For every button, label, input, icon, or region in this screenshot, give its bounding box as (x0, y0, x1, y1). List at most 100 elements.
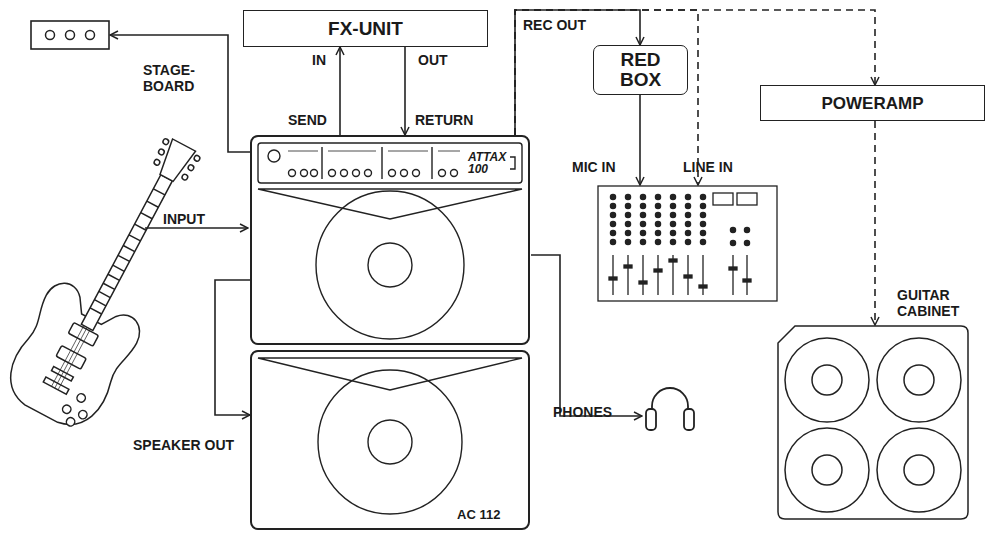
mixer-drawing (700, 194, 705, 199)
speaker-cabinet-drawing (368, 420, 412, 464)
guitar-illustration (0, 121, 229, 438)
stageboard-outline (31, 21, 109, 49)
amp-combo-drawing (258, 143, 522, 183)
guitar-illustration (61, 404, 72, 415)
red-box-node: RED BOX (593, 45, 688, 95)
amp-combo-drawing (401, 170, 408, 177)
amp-combo-drawing (289, 170, 296, 177)
mixer-drawing (625, 221, 630, 226)
guitar-cabinet-drawing (812, 455, 842, 485)
mixer-drawing (610, 230, 615, 235)
stageboard-box: STAGE-BOARD (30, 20, 110, 50)
mixer-drawing (700, 221, 705, 226)
mixer-drawing (610, 221, 615, 226)
amp-combo-drawing (288, 151, 460, 152)
speaker-cabinet-drawing (258, 358, 522, 390)
mixer-drawing (700, 203, 705, 208)
mixer-drawing (732, 255, 733, 295)
input-cable (145, 227, 248, 229)
guitar-cabinet-drawing (904, 455, 934, 485)
mixer-drawing (670, 203, 675, 208)
mixer-drawing (730, 227, 735, 232)
amp-combo-drawing (510, 157, 515, 169)
fx-unit-box: FX-UNIT (243, 10, 488, 47)
mixer-drawing (746, 255, 747, 295)
guitar-cabinet-drawing (778, 326, 968, 519)
stageboard-outline (66, 31, 75, 40)
mixer-drawing (640, 203, 645, 208)
mixer-drawing (597, 185, 778, 302)
mixer-drawing (655, 203, 660, 208)
mixer-drawing (670, 212, 675, 217)
mixer-drawing (655, 194, 660, 199)
mixer-drawing (669, 259, 677, 262)
mixer-drawing (670, 239, 675, 244)
mixer-drawing (625, 194, 630, 199)
mixer-drawing (744, 240, 749, 245)
signal-label: REC OUT (523, 17, 586, 33)
guitar-illustration (155, 139, 195, 184)
mixer-drawing (700, 239, 705, 244)
guitar-illustration (0, 277, 146, 438)
amp-combo-drawing (451, 170, 458, 177)
amp-combo-drawing (389, 170, 396, 177)
mixer-drawing (655, 230, 660, 235)
node-label: STAGE-BOARD (143, 62, 205, 94)
guitar-cabinet-drawing (778, 326, 968, 519)
mixer-drawing (654, 269, 662, 272)
amp-combo-drawing (258, 189, 522, 219)
guitar-illustration (90, 189, 165, 314)
mixer-drawing (610, 212, 615, 217)
mixer-drawing (625, 230, 630, 235)
amp-combo-drawing (353, 170, 360, 177)
signal-line (215, 280, 250, 415)
node-title: RED BOX (594, 46, 687, 94)
mixer-drawing (598, 186, 777, 301)
signal-line (110, 35, 250, 152)
mixer-drawing (640, 212, 645, 217)
model-name: ATTAX 100 (468, 151, 512, 175)
mixer-drawing (624, 265, 632, 268)
mixer-drawing (610, 203, 615, 208)
guitar-cabinet: GUITAR CABINET (777, 325, 969, 520)
guitar-illustration (181, 173, 189, 181)
signal-label: SEND (288, 112, 327, 128)
mixer-drawing (737, 193, 757, 205)
mixer-drawing (639, 281, 647, 284)
guitar-cabinet-drawing (877, 338, 961, 422)
model-name: AC 112 (457, 507, 500, 522)
mixer-drawing (700, 230, 705, 235)
amp-combo-drawing (413, 170, 420, 177)
signal-line (515, 10, 640, 135)
input-label: LINE IN (683, 159, 733, 175)
guitar-illustration (77, 409, 88, 420)
amp-combo-drawing (365, 170, 372, 177)
mixer-drawing (670, 230, 675, 235)
amp-combo-drawing (322, 147, 432, 179)
mixer-drawing (610, 239, 615, 244)
amp-combo-drawing (311, 170, 318, 177)
amp-combo-drawing (301, 170, 308, 177)
signal-label: INPUT (163, 211, 205, 227)
headphones-icon (646, 409, 656, 430)
stageboard-outline (86, 31, 95, 40)
mixer-drawing (700, 212, 705, 217)
amp-combo-drawing (439, 170, 446, 177)
guitar-cabinet-drawing (812, 365, 842, 395)
guitar-cabinet-drawing (785, 338, 869, 422)
input-label: MIC IN (572, 159, 616, 175)
mixer-drawing (684, 275, 692, 278)
mixer-drawing (744, 227, 749, 232)
mixer-drawing (685, 230, 690, 235)
node-label: GUITAR CABINET (897, 287, 972, 319)
guitar-illustration (158, 148, 166, 156)
signal-label: OUT (418, 52, 448, 68)
mixer-drawing (685, 212, 690, 217)
signal-label: IN (312, 52, 326, 68)
mixer-drawing (685, 203, 690, 208)
stageboard-outline (30, 20, 110, 50)
mixer-drawing (625, 239, 630, 244)
headphones-icon (652, 388, 688, 426)
mixer-drawing (655, 239, 660, 244)
